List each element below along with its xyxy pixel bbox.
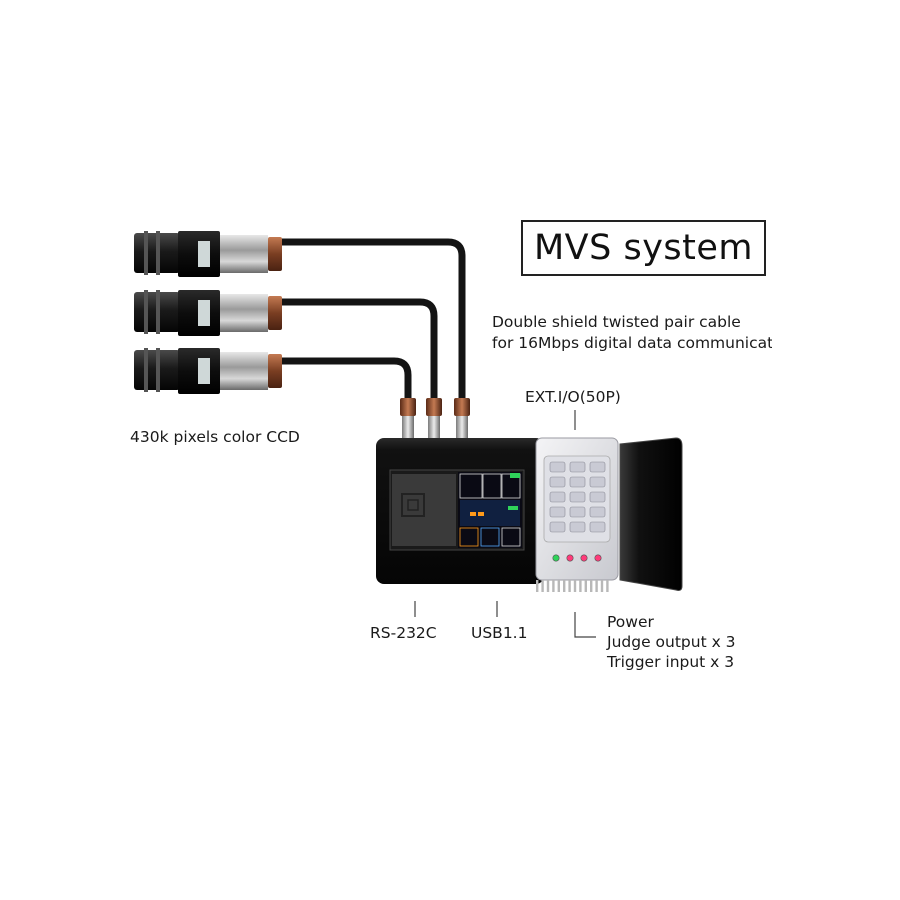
keypad-key	[589, 521, 606, 533]
terminal-pin	[552, 580, 555, 592]
cable-bottom	[274, 357, 412, 408]
terminal-pin	[590, 580, 593, 592]
keypad-key	[549, 476, 566, 488]
terminal-pin	[541, 580, 544, 592]
keypad-key	[569, 521, 586, 533]
rs232c-label: RS-232C	[370, 624, 437, 642]
keypad-key	[549, 491, 566, 503]
keypad-key	[569, 476, 586, 488]
camera-cables	[274, 238, 466, 408]
usb-label: USB1.1	[471, 624, 528, 642]
ccd-camera-label: 430k pixels color CCD	[130, 428, 300, 446]
terminal-pin	[584, 580, 587, 592]
keypad-key	[549, 461, 566, 473]
terminal-pin	[568, 580, 571, 592]
terminal-pin	[579, 580, 582, 592]
status-led	[580, 554, 588, 562]
terminal-pin	[557, 580, 560, 592]
power-io-list: Power Judge output x 3 Trigger input x 3	[607, 612, 736, 672]
cable-description-line1: Double shield twisted pair cable	[492, 313, 741, 331]
leader-lines	[414, 410, 596, 638]
cable-top	[274, 238, 466, 408]
keypad-key	[569, 461, 586, 473]
terminal-pin	[595, 580, 598, 592]
device-connectors	[400, 398, 470, 440]
terminal-pin	[563, 580, 566, 592]
status-led	[552, 554, 560, 562]
keypad-key	[569, 506, 586, 518]
lcd-screen	[389, 469, 525, 551]
cable-description-line2: for 16Mbps digital data communication	[492, 334, 772, 352]
power-io-item: Judge output x 3	[607, 633, 736, 651]
keypad-keys	[549, 461, 606, 533]
status-led	[594, 554, 602, 562]
terminal-pin	[546, 580, 550, 592]
keypad-key	[589, 506, 606, 518]
status-leds	[552, 554, 602, 562]
terminal-pin	[600, 580, 604, 592]
keypad-key	[589, 476, 606, 488]
terminal-pin	[536, 580, 539, 592]
terminal-pin	[606, 580, 609, 592]
ccd-camera-1	[134, 231, 282, 277]
keypad-key	[569, 491, 586, 503]
keypad-key	[549, 506, 566, 518]
ccd-camera-2	[134, 290, 282, 336]
keypad-key	[589, 491, 606, 503]
cable-middle	[274, 298, 438, 408]
io-cover-flap	[619, 437, 683, 591]
diagram-title: MVS system	[521, 220, 766, 276]
power-io-item: Trigger input x 3	[607, 653, 735, 671]
cable-description: Double shield twisted pair cable for 16M…	[492, 312, 772, 354]
power-io-item: Power	[607, 613, 654, 631]
status-led	[566, 554, 574, 562]
terminal-pin	[573, 580, 577, 592]
terminal-pins	[536, 580, 609, 592]
keypad-key	[589, 461, 606, 473]
ext-io-label: EXT.I/O(50P)	[525, 388, 621, 406]
ccd-camera-3	[134, 348, 282, 394]
keypad-key	[549, 521, 566, 533]
